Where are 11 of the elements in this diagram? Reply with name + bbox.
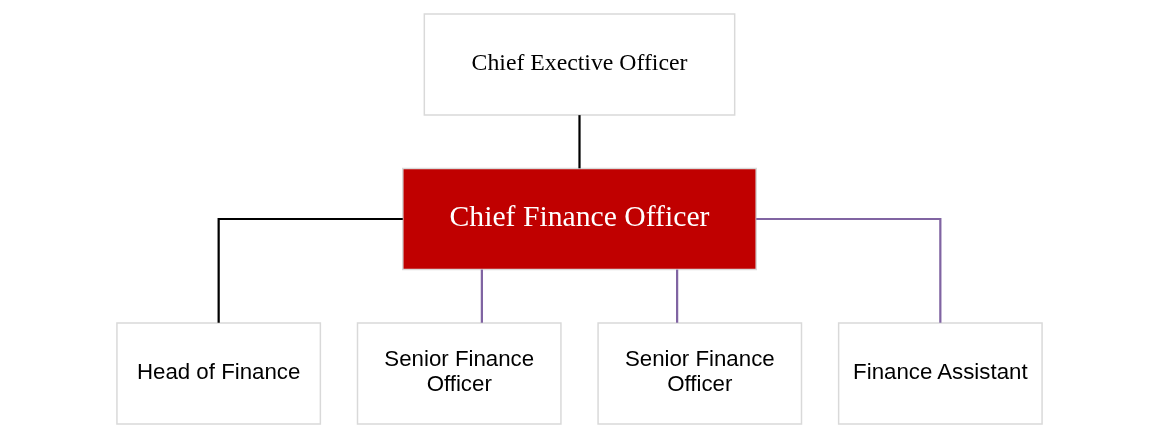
connector bbox=[480, 269, 483, 323]
node-box: Senior Finance Officer bbox=[596, 322, 802, 425]
connector bbox=[755, 217, 941, 323]
connector bbox=[217, 217, 403, 323]
node-box: Finance Assistant bbox=[837, 322, 1043, 425]
connector bbox=[577, 115, 581, 169]
connector bbox=[675, 269, 678, 323]
node-box: Chief Finance Officer bbox=[401, 167, 757, 271]
node-box: Senior Finance Officer bbox=[356, 322, 562, 425]
node-box: Head of Finance bbox=[115, 322, 321, 425]
node-box: Chief Exective Officer bbox=[423, 13, 735, 116]
